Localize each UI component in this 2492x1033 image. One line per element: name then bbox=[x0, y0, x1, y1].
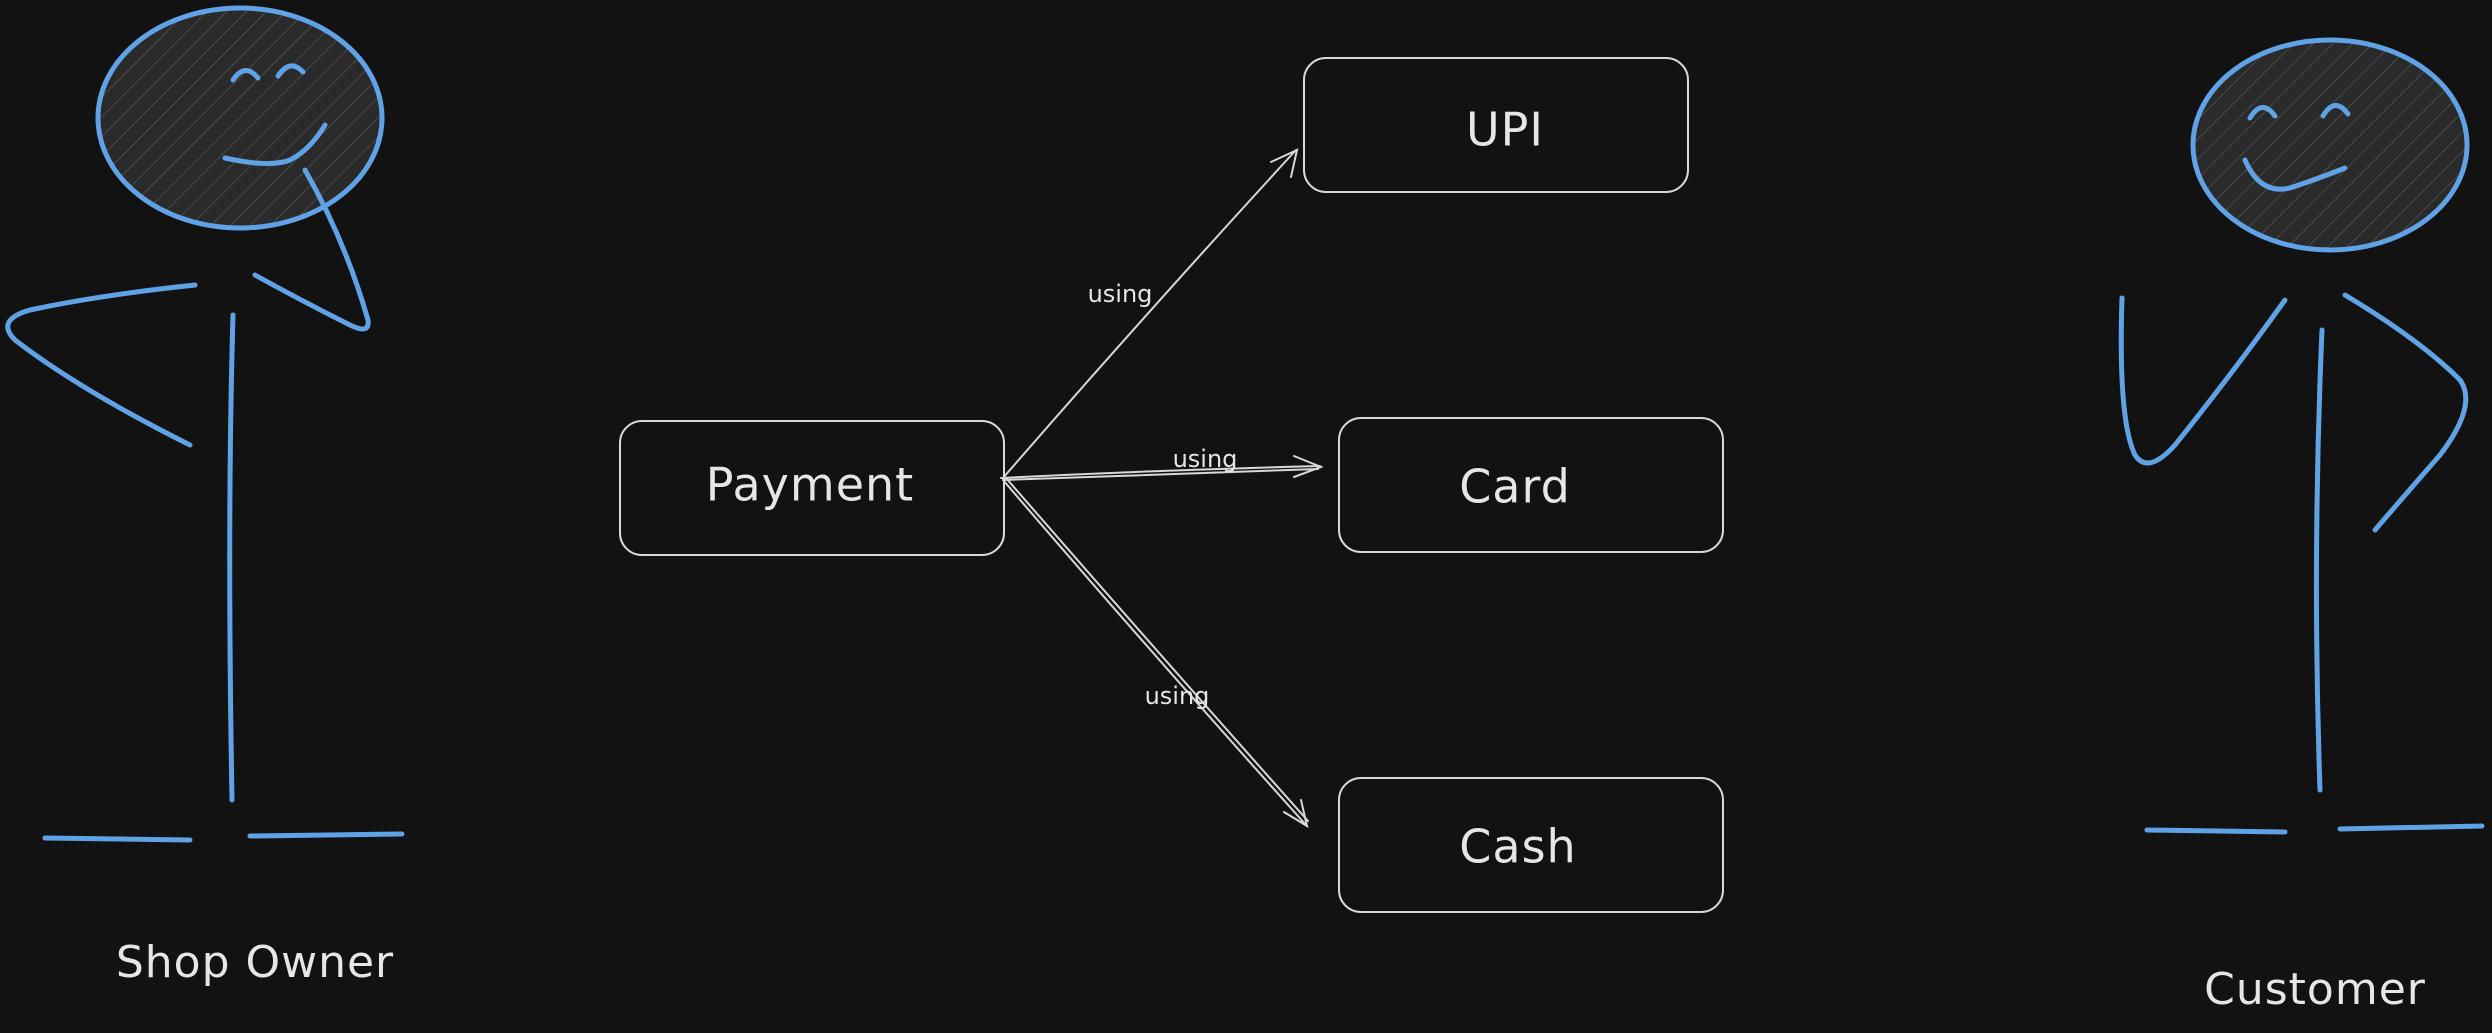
shop-owner-leg-right bbox=[247, 831, 405, 839]
shop-owner-mouth bbox=[222, 122, 328, 167]
node-card-label: Card bbox=[1459, 460, 1571, 514]
node-payment[interactable]: Payment bbox=[619, 420, 1005, 556]
customer-leg-right bbox=[2337, 823, 2485, 832]
actor-shop-owner: Shop Owner bbox=[5, 5, 405, 988]
edge-payment-upi-arrowhead bbox=[1270, 148, 1299, 178]
shop-owner-body bbox=[227, 312, 236, 803]
edge-payment-card-label: using bbox=[1173, 445, 1238, 473]
edge-payment-cash-label: using bbox=[1145, 682, 1210, 710]
customer-eye-left bbox=[2247, 105, 2278, 121]
customer-head bbox=[2190, 37, 2470, 253]
shop-owner-eye-right bbox=[275, 63, 306, 79]
edges: using using using bbox=[1000, 148, 1324, 829]
node-upi-label: UPI bbox=[1466, 103, 1544, 157]
node-card-box[interactable] bbox=[1338, 417, 1724, 553]
shop-owner-leg-left bbox=[42, 835, 193, 843]
edge-payment-cash bbox=[1002, 479, 1307, 826]
edge-payment-cash-line2 bbox=[1005, 477, 1309, 822]
node-upi[interactable]: UPI bbox=[1303, 57, 1689, 193]
edge-payment-card bbox=[1000, 465, 1321, 479]
actor-customer: Customer bbox=[2118, 37, 2485, 1015]
customer-arm-left bbox=[2118, 295, 2288, 466]
node-card[interactable]: Card bbox=[1338, 417, 1724, 553]
shop-owner-head bbox=[95, 5, 385, 231]
edge-payment-cash-arrowhead bbox=[1283, 799, 1309, 829]
shop-owner-arm-right bbox=[252, 167, 371, 332]
edge-payment-upi-label: using bbox=[1088, 280, 1153, 308]
node-cash-label: Cash bbox=[1459, 820, 1576, 874]
node-upi-box[interactable] bbox=[1303, 57, 1689, 193]
node-payment-box[interactable] bbox=[619, 420, 1005, 556]
edge-payment-card-line2 bbox=[1002, 468, 1319, 481]
customer-arm-right bbox=[2342, 292, 2469, 533]
edge-payment-card-arrowhead bbox=[1293, 455, 1324, 478]
customer-mouth bbox=[2242, 157, 2348, 192]
shop-owner-arm-left bbox=[5, 282, 198, 448]
customer-label: Customer bbox=[2204, 964, 2426, 1015]
shop-owner-label: Shop Owner bbox=[116, 937, 394, 988]
node-cash[interactable]: Cash bbox=[1338, 777, 1724, 913]
edge-payment-upi bbox=[1002, 149, 1297, 479]
node-payment-label: Payment bbox=[706, 458, 914, 512]
customer-body bbox=[2313, 327, 2325, 793]
shop-owner-eye-left bbox=[230, 68, 261, 83]
customer-eye-right bbox=[2320, 103, 2351, 119]
node-cash-box[interactable] bbox=[1338, 777, 1724, 913]
customer-leg-left bbox=[2144, 827, 2288, 835]
